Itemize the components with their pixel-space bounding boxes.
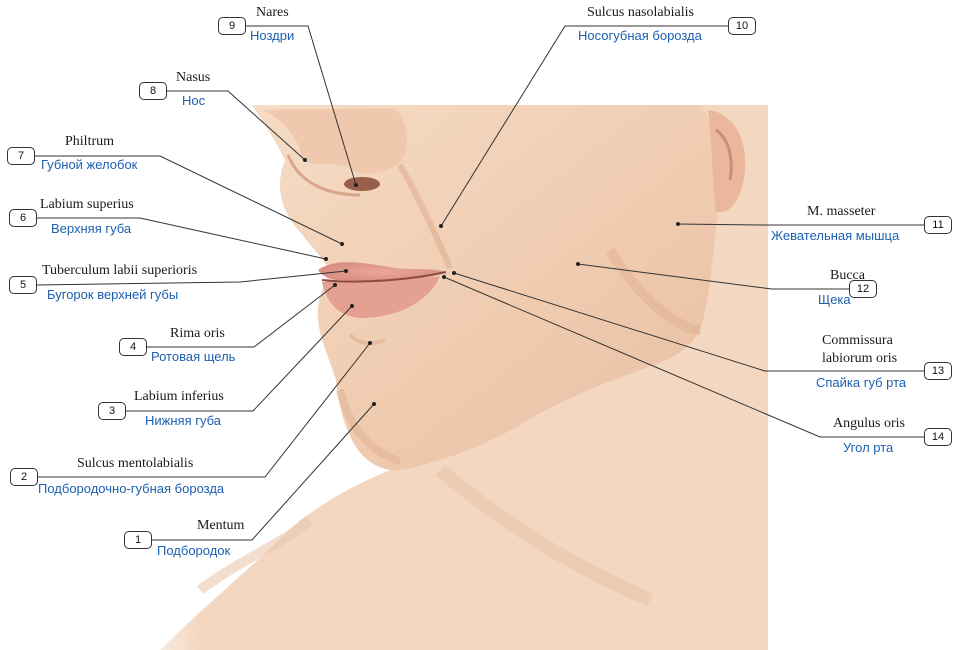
label-number-3: 3	[98, 402, 126, 420]
target-dot-13	[452, 271, 456, 275]
latin-term-9: Nares	[256, 5, 289, 21]
latin-term-13-line-1: Commissura	[822, 333, 893, 349]
target-dot-3	[350, 304, 354, 308]
target-dot-5	[344, 269, 348, 273]
target-dot-11	[676, 222, 680, 226]
latin-term-2: Sulcus mentolabialis	[77, 456, 193, 472]
target-dot-12	[576, 262, 580, 266]
latin-term-1: Mentum	[197, 518, 244, 534]
target-dot-9	[354, 183, 358, 187]
russian-term-4: Ротовая щель	[151, 349, 235, 364]
target-dot-2	[368, 341, 372, 345]
russian-term-12: Щека	[818, 292, 851, 307]
russian-term-2: Подбородочно-губная борозда	[38, 481, 224, 496]
label-number-8: 8	[139, 82, 167, 100]
label-number-2: 2	[10, 468, 38, 486]
russian-term-7: Губной желобок	[41, 157, 137, 172]
russian-term-10: Носогубная борозда	[578, 28, 702, 43]
russian-term-13: Спайка губ рта	[816, 375, 906, 390]
label-number-7: 7	[7, 147, 35, 165]
russian-term-3: Нижняя губа	[145, 413, 221, 428]
russian-term-6: Верхняя губа	[51, 221, 131, 236]
leader-line-11	[678, 224, 924, 225]
label-number-14: 14	[924, 428, 952, 446]
latin-term-11: M. masseter	[807, 204, 875, 220]
russian-term-9: Ноздри	[250, 28, 294, 43]
label-number-10: 10	[728, 17, 756, 35]
latin-term-5: Tuberculum labii superioris	[42, 263, 197, 279]
label-number-6: 6	[9, 209, 37, 227]
russian-term-11: Жевательная мышца	[771, 228, 899, 243]
latin-term-14: Angulus oris	[833, 416, 905, 432]
latin-term-8: Nasus	[176, 70, 210, 86]
latin-term-4: Rima oris	[170, 326, 225, 342]
target-dot-4	[333, 283, 337, 287]
russian-term-8: Нос	[182, 93, 205, 108]
latin-term-7: Philtrum	[65, 134, 114, 150]
label-number-11: 11	[924, 216, 952, 234]
latin-term-12: Bucca	[830, 268, 865, 284]
target-dot-8	[303, 158, 307, 162]
latin-term-3: Labium inferius	[134, 389, 224, 405]
target-dot-6	[324, 257, 328, 261]
russian-term-5: Бугорок верхней губы	[47, 287, 178, 302]
latin-term-10: Sulcus nasolabialis	[587, 5, 694, 21]
russian-term-14: Угол рта	[843, 440, 893, 455]
target-dot-1	[372, 402, 376, 406]
label-number-4: 4	[119, 338, 147, 356]
label-number-1: 1	[124, 531, 152, 549]
target-dot-14	[442, 275, 446, 279]
label-number-9: 9	[218, 17, 246, 35]
russian-term-1: Подбородок	[157, 543, 230, 558]
latin-term-6: Labium superius	[40, 197, 134, 213]
label-number-5: 5	[9, 276, 37, 294]
target-dot-7	[340, 242, 344, 246]
latin-term-13-line-2: labiorum oris	[822, 351, 897, 367]
target-dot-10	[439, 224, 443, 228]
label-number-13: 13	[924, 362, 952, 380]
